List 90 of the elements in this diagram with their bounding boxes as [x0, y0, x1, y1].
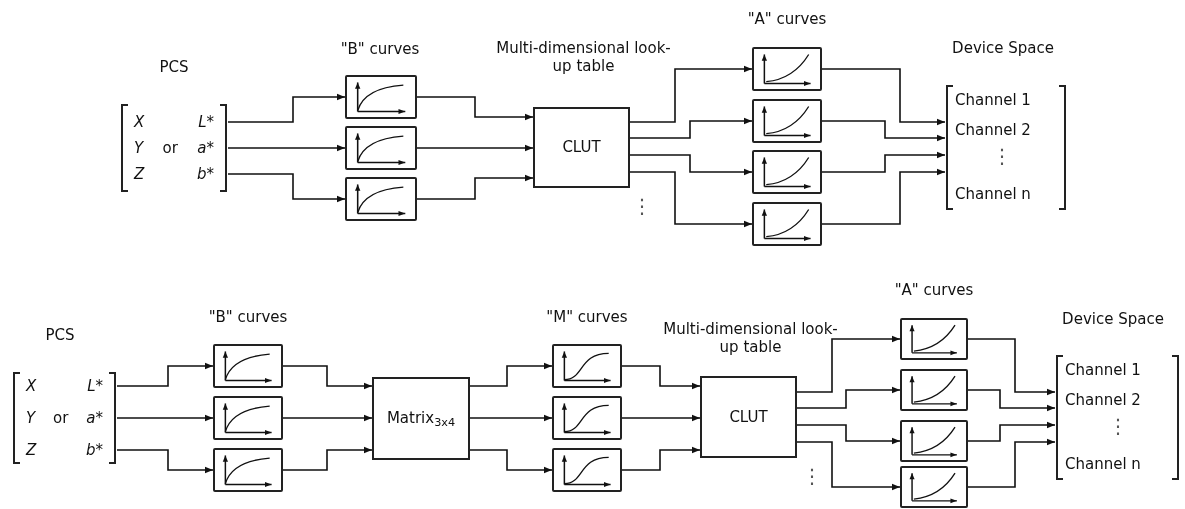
arrow — [282, 365, 373, 390]
variable-label: Z — [134, 166, 145, 182]
arrow — [821, 120, 946, 142]
arrow — [796, 441, 901, 491]
arrow — [796, 386, 901, 409]
arrow — [227, 144, 346, 152]
arrow — [282, 414, 373, 422]
arrow — [821, 168, 946, 225]
variable-label: or — [53, 410, 69, 426]
arrow — [629, 65, 753, 123]
curve-graph-icon — [752, 99, 822, 143]
arrow — [967, 438, 1056, 488]
curve-graph-icon — [345, 75, 417, 119]
variable-label: or — [162, 140, 178, 156]
curve-graph-icon — [345, 177, 417, 221]
channel-label: Channel n — [1055, 452, 1180, 476]
variable-label: X — [134, 114, 145, 130]
arrow — [116, 362, 214, 387]
group-label: "B" curves — [339, 40, 421, 58]
box-label: CLUT — [562, 137, 601, 159]
arrow — [629, 117, 753, 139]
curve-graph-icon — [900, 420, 968, 462]
ellipsis-dots: ⋮ — [992, 143, 1012, 170]
curve-graph-icon — [345, 126, 417, 170]
arrow — [469, 414, 553, 422]
arrow — [967, 421, 1056, 442]
arrow — [416, 96, 534, 121]
arrow — [416, 144, 534, 152]
arrow — [821, 68, 946, 126]
variable-label: Y — [134, 140, 144, 156]
ellipsis-dots: ⋮ — [802, 463, 822, 490]
arrow — [629, 154, 753, 176]
channel-label: Channel 1 — [945, 88, 1067, 112]
ellipsis-dots: ⋮ — [632, 193, 652, 220]
arrow — [621, 446, 701, 471]
ellipsis-dots: ⋮ — [1108, 413, 1128, 440]
channel-label: Channel n — [945, 182, 1067, 206]
arrow — [469, 449, 553, 474]
curve-graph-icon — [213, 396, 283, 440]
variable-label: Z — [26, 442, 37, 458]
curve-graph-icon — [552, 344, 622, 388]
arrow — [116, 414, 214, 422]
group-label: "B" curves — [207, 308, 289, 326]
variable-label: a* — [197, 140, 214, 156]
channel-label: Channel 2 — [945, 118, 1067, 142]
heading-text: Device Space — [1061, 310, 1165, 328]
heading-text: PCS — [44, 326, 76, 344]
variable-label: a* — [86, 410, 103, 426]
box-label: CLUT — [729, 406, 768, 428]
arrow — [116, 449, 214, 474]
curve-graph-icon — [900, 369, 968, 411]
arrow — [621, 365, 701, 390]
heading-text: PCS — [158, 58, 190, 76]
arrow — [967, 389, 1056, 412]
arrow — [821, 151, 946, 173]
group-label: "A" curves — [893, 281, 975, 299]
curve-graph-icon — [213, 448, 283, 492]
curve-graph-icon — [213, 344, 283, 388]
group-label: "A" curves — [746, 10, 828, 28]
arrow — [469, 362, 553, 387]
heading-text: Multi-dimensional look-up table — [662, 320, 839, 356]
variable-label: L* — [198, 114, 214, 130]
arrow — [621, 414, 701, 422]
arrow — [629, 171, 753, 228]
curve-graph-icon — [752, 150, 822, 194]
arrow — [416, 174, 534, 200]
curve-graph-icon — [552, 448, 622, 492]
box-label: Matrix$_{3x4}$ — [386, 408, 456, 430]
curve-graph-icon — [900, 466, 968, 508]
variable-label: X — [26, 378, 37, 394]
curve-graph-icon — [552, 396, 622, 440]
arrow — [227, 93, 346, 123]
heading-text: Device Space — [951, 39, 1055, 57]
arrow — [282, 446, 373, 471]
group-label: "M" curves — [545, 308, 629, 326]
curve-graph-icon — [752, 47, 822, 91]
channel-label: Channel 1 — [1055, 358, 1180, 382]
variable-label: b* — [196, 166, 214, 182]
variable-label: b* — [85, 442, 103, 458]
curve-graph-icon — [900, 318, 968, 360]
arrow — [796, 335, 901, 393]
channel-label: Channel 2 — [1055, 388, 1180, 412]
arrow — [227, 173, 346, 203]
arrow — [796, 424, 901, 445]
process-box — [372, 377, 470, 460]
variable-label: Y — [26, 410, 36, 426]
variable-label: L* — [87, 378, 103, 394]
curve-graph-icon — [752, 202, 822, 246]
heading-text: Multi-dimensional look-up table — [495, 39, 672, 75]
arrow — [967, 338, 1056, 396]
